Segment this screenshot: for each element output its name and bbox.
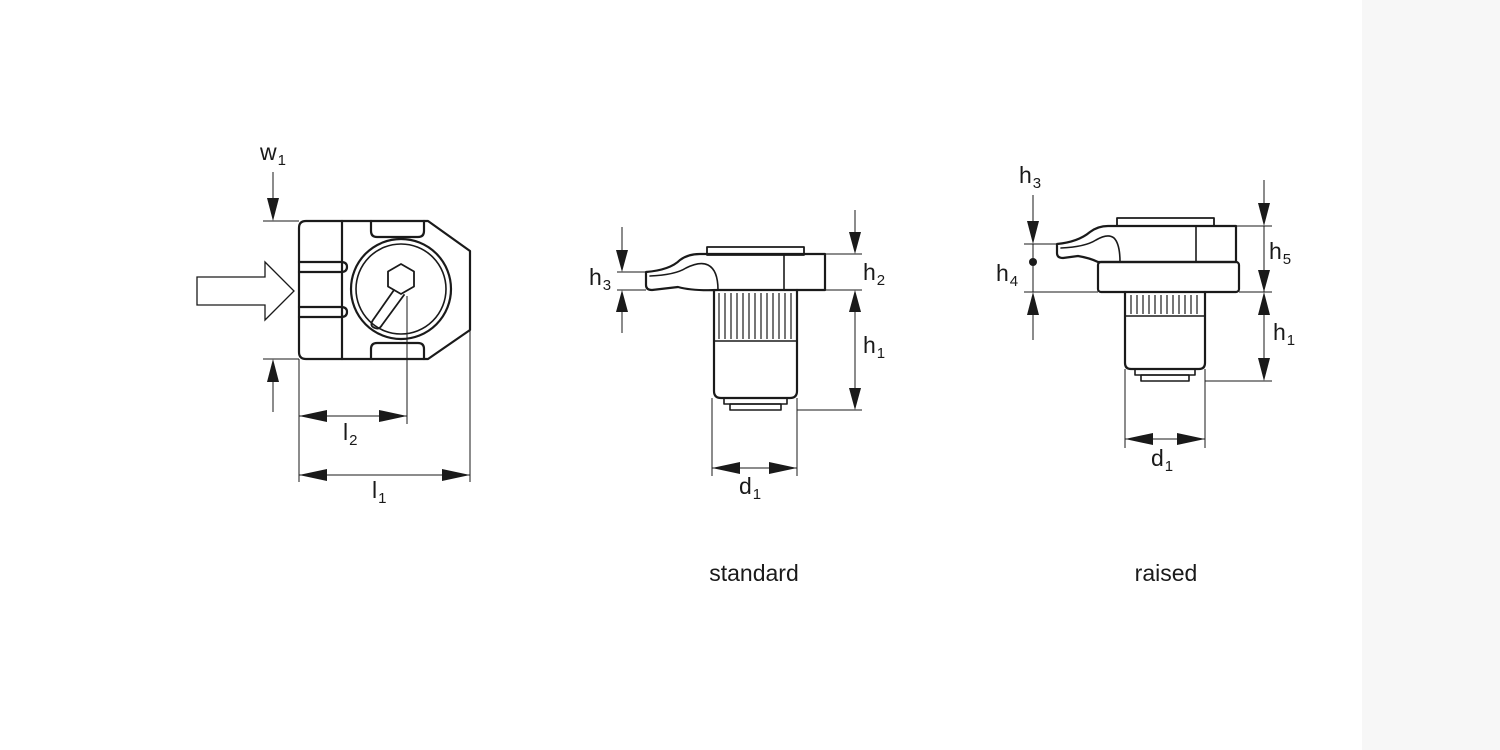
raised-label-h5: h5 (1269, 238, 1291, 268)
raised-knurl-ribs (1130, 295, 1198, 314)
raised-dim-h5-arrow-bottom (1258, 270, 1270, 292)
std-label-h2: h2 (863, 259, 885, 289)
side-band (1362, 0, 1500, 750)
round-head-outer (349, 237, 453, 341)
caption-raised: raised (1135, 560, 1198, 586)
std-label-h1: h1 (863, 332, 885, 362)
round-head-inner (355, 243, 447, 335)
top-tab (369, 219, 426, 239)
slot-finger-upper (297, 260, 349, 274)
caption-standard: standard (709, 560, 799, 586)
std-dim-d1-arrow-right (769, 462, 797, 474)
raised-label-h1: h1 (1273, 319, 1295, 349)
raised-dim-d1-arrow-left (1125, 433, 1153, 445)
raised-label-h3: h3 (1019, 162, 1041, 192)
std-dim-d1-arrow-left (712, 462, 740, 474)
top-view: w1 l2 l1 (196, 139, 472, 507)
clamp-body-outline (297, 219, 472, 361)
std-label-h3: h3 (589, 264, 611, 294)
std-jaw-curve (649, 262, 719, 291)
standard-view: h3 h2 h1 d1 standard (589, 210, 885, 586)
raised-dim-h1-arrow-top (1258, 292, 1270, 315)
std-label-d1: d1 (739, 473, 761, 503)
raised-upper-head (1055, 224, 1238, 264)
dim-l2-arrow-right (379, 410, 407, 422)
label-w1: w1 (259, 139, 286, 169)
label-l1: l1 (372, 477, 386, 507)
raised-dim-h4-arrow (1027, 292, 1039, 315)
bottom-tab (369, 341, 426, 361)
push-direction-arrow (196, 260, 295, 322)
dim-l1-arrow-left (299, 469, 327, 481)
std-dim-h2-arrow-top (849, 232, 861, 254)
raised-spacer (1096, 260, 1241, 294)
lever-slot (370, 289, 405, 330)
std-dim-h3-arrow-top (616, 250, 628, 272)
std-dim-h1-arrow-top (849, 290, 861, 312)
raised-dim-h1-arrow-bottom (1258, 358, 1270, 381)
raised-dim-dot (1029, 258, 1037, 266)
raised-dim-d1-arrow-right (1177, 433, 1205, 445)
label-l2: l2 (343, 419, 357, 449)
std-dim-h3-arrow-bottom (616, 290, 628, 312)
dim-l1-arrow-right (442, 469, 470, 481)
std-knurl-ribs (718, 293, 792, 339)
raised-top-plate (1116, 217, 1215, 227)
hex-socket-icon (387, 263, 415, 295)
raised-dim-h3-arrow (1027, 221, 1039, 244)
raised-label-d1: d1 (1151, 445, 1173, 475)
std-ring-2 (729, 403, 782, 411)
dim-l2-arrow-left (299, 410, 327, 422)
std-clamp-head (644, 252, 827, 292)
dim-w1-arrow-top (267, 198, 279, 221)
raised-ring-2 (1140, 374, 1190, 382)
raised-view: h3 h4 h5 h1 d1 raised (996, 162, 1295, 586)
std-dim-h1-arrow-bottom (849, 388, 861, 410)
raised-jaw-curve (1060, 235, 1121, 263)
raised-dim-h5-arrow-top (1258, 203, 1270, 226)
dim-w1-arrow-bottom (267, 359, 279, 382)
slot-finger-lower (297, 305, 349, 319)
raised-label-h4: h4 (996, 260, 1018, 290)
